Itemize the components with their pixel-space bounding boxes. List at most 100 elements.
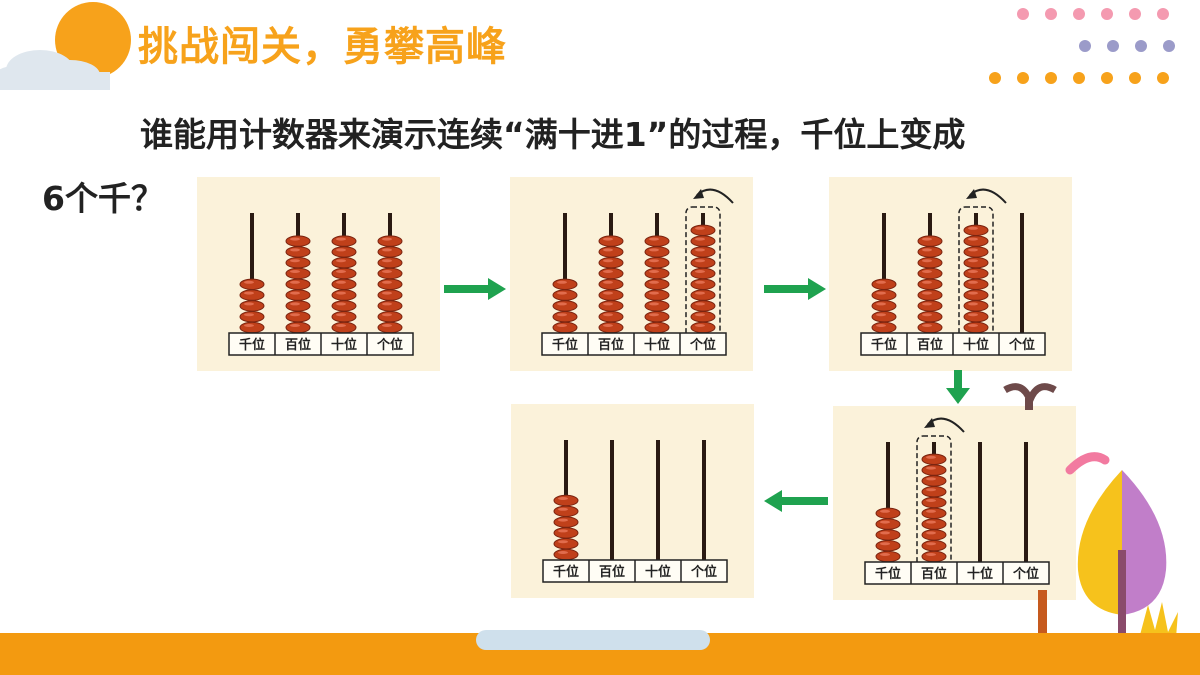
bead-highlight xyxy=(603,270,613,273)
abacus-bead xyxy=(917,246,943,258)
bead-highlight xyxy=(558,540,568,544)
bead-highlight xyxy=(968,237,978,241)
abacus-panel-3: 千位百位十位个位 xyxy=(829,177,1072,371)
sun-icon xyxy=(55,2,131,78)
abacus-rod xyxy=(1020,213,1024,333)
bead-highlight xyxy=(603,259,613,263)
abacus-bead xyxy=(377,246,403,258)
dot-icon xyxy=(1129,72,1141,84)
bead-highlight xyxy=(968,270,978,273)
dot-icon xyxy=(1045,8,1057,20)
bead-highlight xyxy=(926,542,936,546)
bead-highlight xyxy=(603,302,613,306)
dot-icon xyxy=(1163,40,1175,52)
sun-cloud-decoration xyxy=(0,2,131,90)
bead-highlight xyxy=(557,302,567,306)
abacus-bead xyxy=(871,321,897,334)
abacus-bead xyxy=(690,224,716,236)
carry-arrow-icon xyxy=(924,417,965,433)
bead-highlight xyxy=(244,291,254,295)
abacus-rod xyxy=(250,213,254,333)
bead-highlight xyxy=(603,237,613,241)
bead-highlight xyxy=(382,270,392,273)
abacus-bead xyxy=(963,321,989,334)
abacus-bead xyxy=(644,246,670,258)
question-line-1: 谁能用计数器来演示连续“满十进1”的过程，千位上变成 xyxy=(140,115,966,154)
abacus-bead xyxy=(552,289,578,301)
abacus-bead xyxy=(331,289,357,301)
place-label: 个位 xyxy=(376,337,403,353)
abacus-bead xyxy=(644,289,670,301)
abacus-bead xyxy=(598,257,624,269)
abacus-bead xyxy=(239,321,265,334)
bead-highlight xyxy=(603,313,613,317)
bead-highlight xyxy=(290,280,300,284)
abacus-bead xyxy=(331,311,357,323)
arrow-left-icon xyxy=(764,490,828,512)
abacus-bead xyxy=(553,516,579,528)
bead-highlight xyxy=(968,313,978,317)
bead-highlight xyxy=(382,324,392,327)
abacus-bead xyxy=(921,540,947,552)
abacus-bead xyxy=(963,289,989,301)
page-title: 挑战闯关，勇攀高峰 xyxy=(138,24,507,70)
abacus-bead xyxy=(921,464,947,476)
abacus-bead xyxy=(239,300,265,312)
bead-highlight xyxy=(244,280,254,284)
bead-highlight xyxy=(244,324,254,327)
abacus-bead xyxy=(598,235,624,247)
bead-highlight xyxy=(876,324,886,327)
place-label: 个位 xyxy=(689,337,716,353)
bead-highlight xyxy=(336,270,346,273)
dots-decoration xyxy=(989,8,1175,84)
bead-highlight xyxy=(876,313,886,317)
bead-highlight xyxy=(649,313,659,317)
abacus-bead xyxy=(553,538,579,550)
arrow-right-icon xyxy=(444,278,506,300)
abacus-bead xyxy=(285,311,311,323)
bead-highlight xyxy=(968,324,978,327)
bead-highlight xyxy=(922,302,932,306)
abacus-bead xyxy=(377,311,403,323)
abacus-bead xyxy=(871,289,897,301)
bead-highlight xyxy=(922,324,932,327)
abacus-bead xyxy=(644,278,670,291)
bead-highlight xyxy=(968,248,978,252)
abacus-bead xyxy=(377,267,403,280)
abacus-bead xyxy=(963,300,989,312)
abacus-bead xyxy=(963,278,989,291)
bead-highlight xyxy=(382,248,392,252)
bead-highlight xyxy=(926,488,936,492)
abacus-bead xyxy=(690,300,716,312)
abacus-bead xyxy=(377,300,403,312)
bead-highlight xyxy=(922,259,932,263)
abacus-bead xyxy=(598,267,624,280)
bead-highlight xyxy=(968,226,978,230)
bead-highlight xyxy=(290,259,300,263)
abacus-bead xyxy=(921,453,947,465)
bead-highlight xyxy=(382,259,392,263)
abacus-bead xyxy=(875,529,901,541)
place-label: 千位 xyxy=(553,564,579,580)
bead-highlight xyxy=(968,259,978,263)
dot-icon xyxy=(989,72,1001,84)
abacus-bead xyxy=(552,311,578,323)
dot-icon xyxy=(1017,72,1029,84)
bead-highlight xyxy=(695,302,705,306)
bead-highlight xyxy=(695,313,705,317)
abacus-bead xyxy=(598,278,624,291)
abacus-bead xyxy=(917,289,943,301)
abacus-bead xyxy=(963,311,989,323)
bead-highlight xyxy=(695,291,705,295)
bead-highlight xyxy=(558,518,568,522)
place-label: 十位 xyxy=(645,564,671,580)
bead-highlight xyxy=(290,302,300,306)
bead-highlight xyxy=(557,280,567,284)
abacus-bead xyxy=(875,540,901,552)
abacus-bead xyxy=(917,321,943,334)
bead-highlight xyxy=(336,291,346,295)
bead-highlight xyxy=(876,291,886,295)
place-label: 个位 xyxy=(1008,337,1035,353)
abacus-bead xyxy=(921,486,947,498)
bead-highlight xyxy=(290,291,300,295)
